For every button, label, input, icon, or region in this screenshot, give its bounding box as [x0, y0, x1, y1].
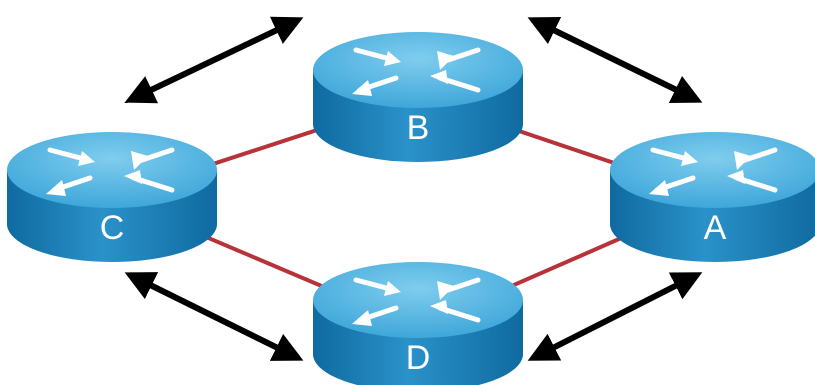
router-top: [7, 132, 217, 208]
router-label: D: [406, 339, 431, 377]
router-a: A: [610, 132, 815, 262]
exchange-arrow-c-b: [124, 16, 304, 104]
router-label: A: [704, 209, 727, 247]
router-label: B: [407, 109, 430, 147]
router-top: [610, 132, 815, 208]
router-label: C: [100, 209, 125, 247]
router-b: B: [313, 32, 523, 162]
router-c: C: [7, 132, 217, 262]
arrows-layer: [124, 16, 703, 361]
router-d: D: [313, 262, 523, 385]
router-top: [313, 262, 523, 338]
routers-layer: B C A D: [7, 32, 815, 385]
exchange-arrow-d-a: [527, 272, 703, 361]
exchange-arrow-b-a: [527, 17, 703, 103]
exchange-arrow-c-d: [124, 272, 304, 361]
router-top: [313, 32, 523, 108]
